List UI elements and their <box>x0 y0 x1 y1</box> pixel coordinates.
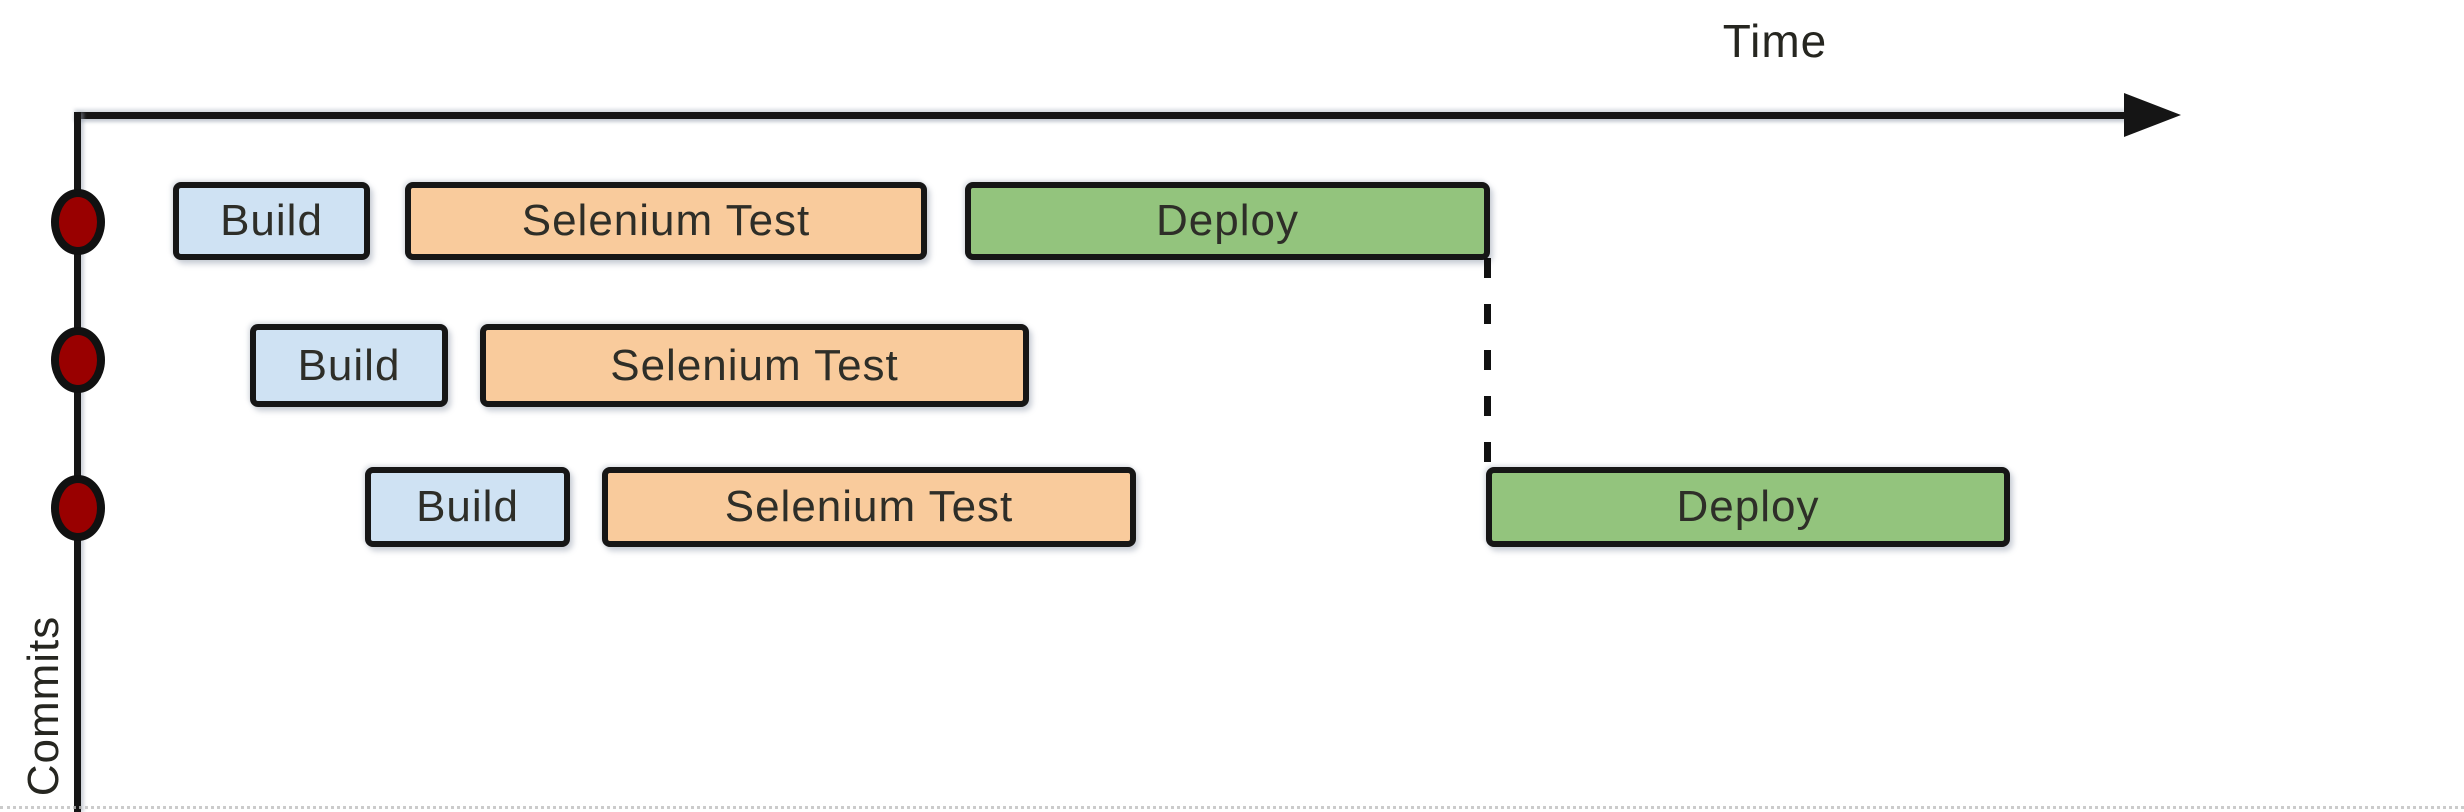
deploy-wait-connector-line <box>1484 258 1491 467</box>
bottom-edge-artifact-line <box>0 806 2464 809</box>
stage-box-selenium-test-row2: Selenium Test <box>480 324 1029 407</box>
commit-marker-icon <box>51 327 105 393</box>
stage-box-build-row3: Build <box>365 467 570 547</box>
commit-marker-icon <box>51 475 105 541</box>
commit-marker-icon <box>51 189 105 255</box>
stage-box-build-row2: Build <box>250 324 448 407</box>
commits-axis-line <box>74 112 81 812</box>
stage-box-deploy-row3: Deploy <box>1486 467 2010 547</box>
commits-axis-label: Commits <box>19 615 68 797</box>
time-axis-label: Time <box>1722 15 1828 67</box>
time-axis-line <box>74 112 2126 119</box>
stage-box-selenium-test-row3: Selenium Test <box>602 467 1136 547</box>
stage-box-build-row1: Build <box>173 182 370 260</box>
stage-box-selenium-test-row1: Selenium Test <box>405 182 927 260</box>
stage-box-deploy-row1: Deploy <box>965 182 1490 260</box>
time-arrowhead-icon <box>2124 93 2181 137</box>
